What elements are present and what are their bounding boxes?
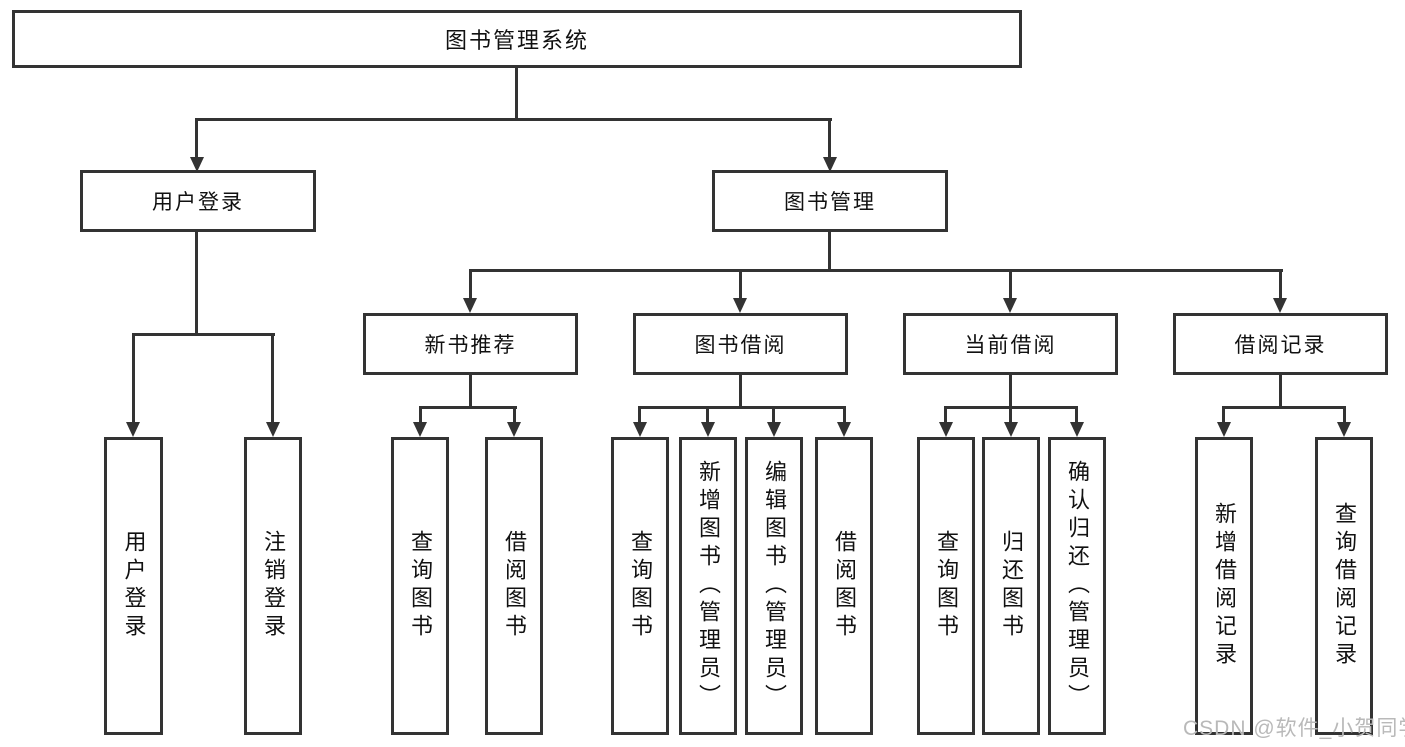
node-root-label: 图书管理系统: [444, 28, 589, 53]
node-new-book-recommend-label: 新书推荐: [424, 334, 517, 357]
connector-drop: [638, 406, 641, 424]
arrowhead-icon: [463, 298, 477, 313]
connector-drop-book-management: [828, 118, 831, 159]
connector-drop: [843, 406, 846, 424]
arrowhead-icon: [190, 157, 204, 172]
leaf-bb-add-books-admin-label: 新增图书（管理员）: [696, 460, 721, 712]
connector-book-borrowing-stem: [739, 375, 742, 409]
leaf-bb-edit-books-admin-label: 编辑图书（管理员）: [762, 460, 787, 712]
connector-new-book-stem: [469, 375, 472, 409]
node-book-management-label: 图书管理: [784, 191, 876, 214]
arrowhead-icon: [823, 157, 837, 172]
connector-rail-level2: [195, 118, 832, 121]
connector-drop-logout-leaf: [271, 333, 274, 424]
leaf-logout: 注销登录: [244, 437, 302, 735]
arrowhead-icon: [413, 422, 427, 437]
leaf-nbr-query-books: 查询图书: [391, 437, 449, 735]
arrowhead-icon: [1337, 422, 1351, 437]
watermark: CSDN @软件_小贺同学: [1183, 717, 1405, 740]
connector-root-stem: [515, 68, 518, 120]
leaf-cb-confirm-return-admin: 确认归还（管理员）: [1048, 437, 1106, 735]
node-user-login: 用户登录: [80, 170, 316, 232]
leaf-bb-add-books-admin: 新增图书（管理员）: [679, 437, 737, 735]
connector-borrowing-records-stem: [1279, 375, 1282, 409]
connector-book-management-stem: [828, 232, 831, 272]
node-user-login-label: 用户登录: [152, 191, 244, 214]
connector-drop: [513, 406, 516, 424]
leaf-cb-return-books: 归还图书: [982, 437, 1040, 735]
arrowhead-icon: [733, 298, 747, 313]
arrowhead-icon: [1070, 422, 1084, 437]
node-root: 图书管理系统: [12, 10, 1022, 68]
arrowhead-icon: [126, 422, 140, 437]
connector-rail-book-borrowing: [638, 406, 846, 409]
arrowhead-icon: [1217, 422, 1231, 437]
connector-user-login-stem: [195, 232, 198, 336]
connector-drop: [944, 406, 947, 424]
connector-drop: [419, 406, 422, 424]
leaf-br-query-record-label: 查询借阅记录: [1332, 502, 1357, 670]
node-book-borrowing-label: 图书借阅: [694, 334, 787, 357]
node-book-borrowing: 图书借阅: [633, 313, 848, 375]
leaf-cb-query-books-label: 查询图书: [934, 530, 959, 642]
arrowhead-icon: [633, 422, 647, 437]
connector-drop-login-leaf: [132, 333, 135, 424]
arrowhead-icon: [701, 422, 715, 437]
connector-drop: [1222, 406, 1225, 424]
leaf-cb-confirm-return-admin-label: 确认归还（管理员）: [1065, 460, 1090, 712]
leaf-logout-label: 注销登录: [261, 530, 286, 642]
connector-rail-new-book: [419, 406, 517, 409]
node-borrowing-records: 借阅记录: [1173, 313, 1388, 375]
arrowhead-icon: [1273, 298, 1287, 313]
node-book-management: 图书管理: [712, 170, 948, 232]
connector-drop-user-login: [195, 118, 198, 159]
leaf-nbr-borrow-books-label: 借阅图书: [502, 530, 527, 642]
connector-drop-borrowing-records: [1279, 269, 1282, 300]
connector-drop: [1075, 406, 1078, 424]
connector-drop-new-book: [469, 269, 472, 300]
leaf-bb-edit-books-admin: 编辑图书（管理员）: [745, 437, 803, 735]
leaf-nbr-borrow-books: 借阅图书: [485, 437, 543, 735]
leaf-br-add-record-label: 新增借阅记录: [1212, 502, 1237, 670]
connector-drop-current-borrowing: [1009, 269, 1012, 300]
node-current-borrowing: 当前借阅: [903, 313, 1118, 375]
leaf-bb-query-books: 查询图书: [611, 437, 669, 735]
leaf-bb-borrow-books: 借阅图书: [815, 437, 873, 735]
leaf-cb-return-books-label: 归还图书: [999, 530, 1024, 642]
leaf-user-login-label: 用户登录: [121, 530, 147, 642]
arrowhead-icon: [266, 422, 280, 437]
leaf-nbr-query-books-label: 查询图书: [408, 530, 433, 642]
node-borrowing-records-label: 借阅记录: [1234, 334, 1327, 357]
arrowhead-icon: [939, 422, 953, 437]
leaf-user-login: 用户登录: [104, 437, 163, 735]
connector-drop: [772, 406, 775, 424]
connector-drop: [1009, 406, 1012, 424]
leaf-bb-borrow-books-label: 借阅图书: [832, 530, 857, 642]
arrowhead-icon: [767, 422, 781, 437]
node-new-book-recommend: 新书推荐: [363, 313, 578, 375]
connector-current-borrowing-stem: [1009, 375, 1012, 409]
leaf-bb-query-books-label: 查询图书: [628, 530, 653, 642]
leaf-br-query-record: 查询借阅记录: [1315, 437, 1373, 735]
connector-drop: [1343, 406, 1346, 424]
arrowhead-icon: [1003, 298, 1017, 313]
node-current-borrowing-label: 当前借阅: [964, 334, 1057, 357]
leaf-br-add-record: 新增借阅记录: [1195, 437, 1253, 735]
arrowhead-icon: [837, 422, 851, 437]
connector-rail-borrowing-records: [1222, 406, 1346, 409]
connector-rail-level3: [469, 269, 1283, 272]
arrowhead-icon: [1004, 422, 1018, 437]
connector-drop-book-borrowing: [739, 269, 742, 300]
connector-rail-user-login: [132, 333, 275, 336]
leaf-cb-query-books: 查询图书: [917, 437, 975, 735]
connector-drop: [706, 406, 709, 424]
arrowhead-icon: [507, 422, 521, 437]
